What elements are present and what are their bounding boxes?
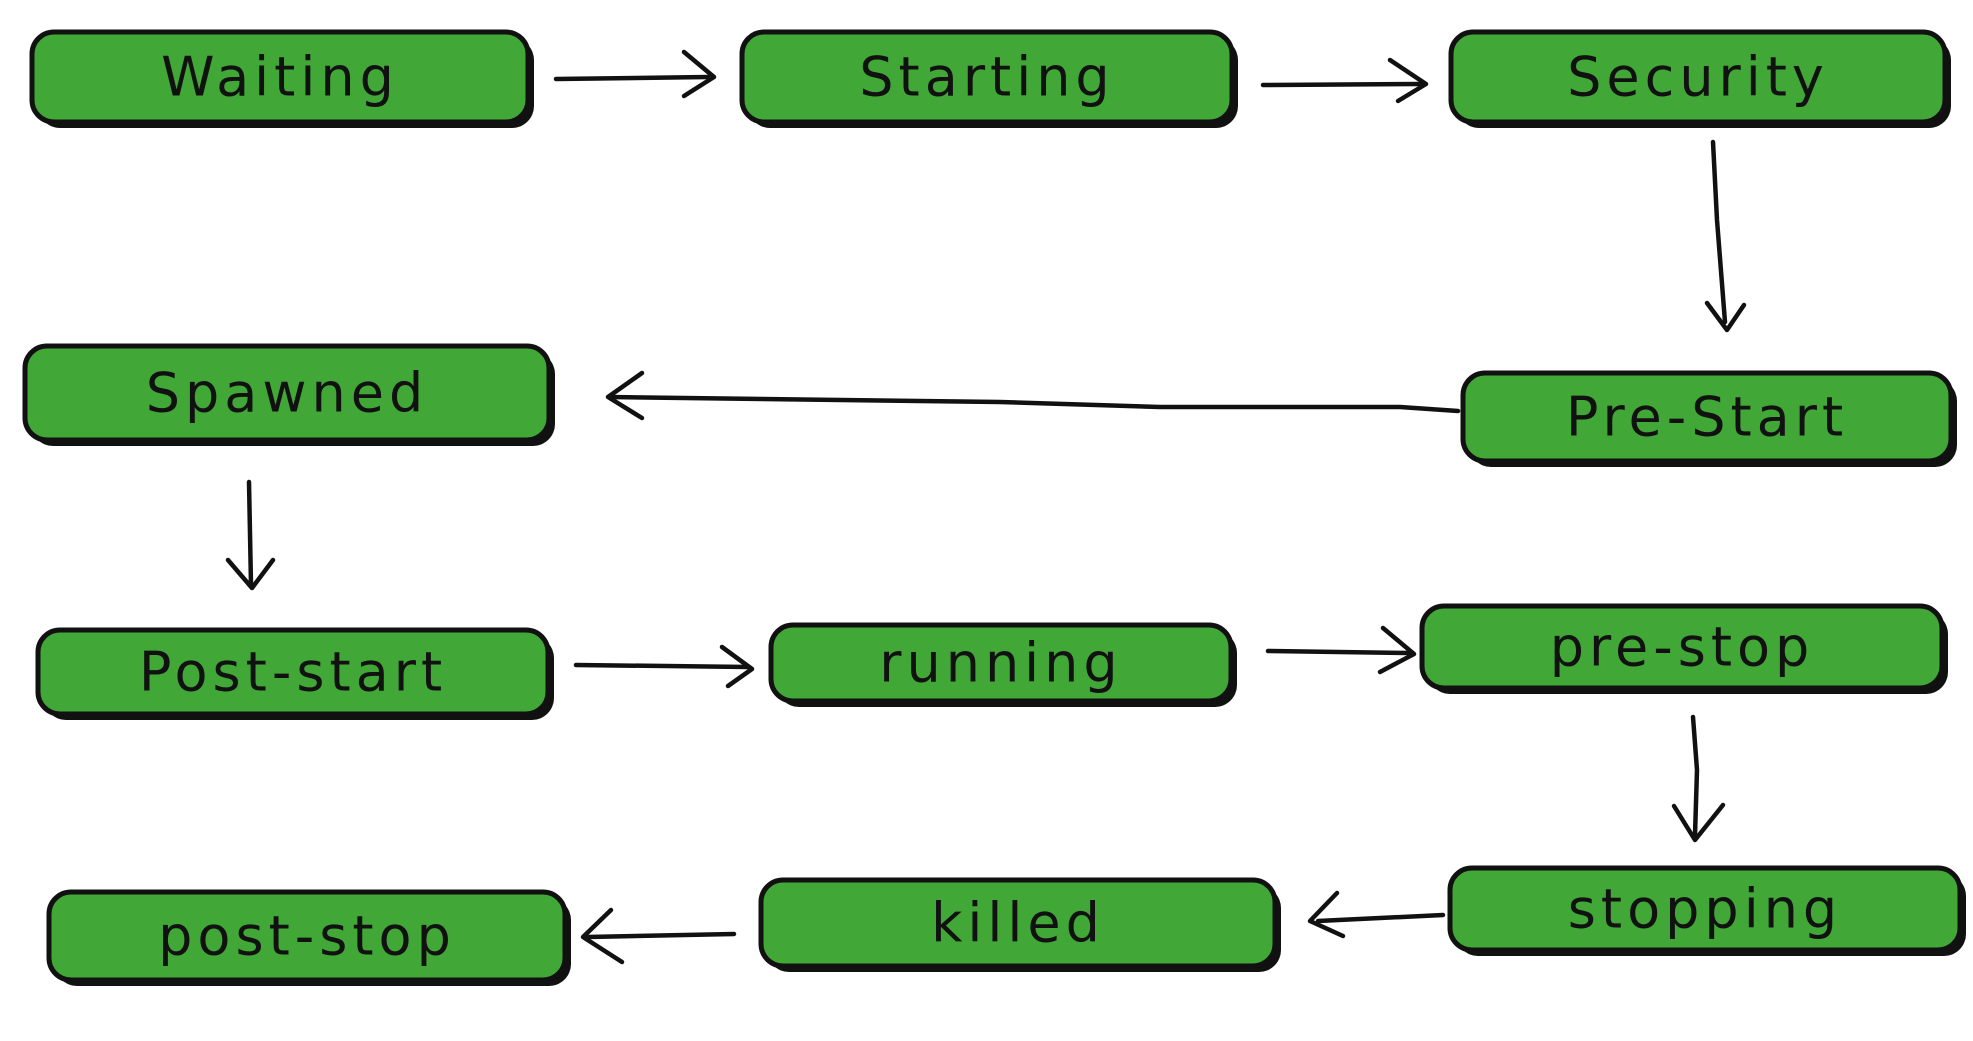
node-label: killed (931, 892, 1105, 955)
node-waiting: Waiting (29, 29, 534, 128)
node-stopping: stopping (1447, 865, 1966, 956)
edge-spawned-to-post-start (225, 479, 276, 591)
node-label: Security (1567, 46, 1829, 109)
node-label: running (879, 632, 1122, 695)
node-label: post-stop (158, 905, 456, 968)
edge-running-to-pre-stop (1265, 625, 1417, 675)
node-running: running (768, 622, 1237, 707)
node-spawned: Spawned (22, 343, 555, 446)
node-label: Pre-Start (1566, 386, 1848, 449)
node-post-start: Post-start (35, 627, 554, 720)
node-label: Spawned (146, 362, 429, 425)
node-label: Post-start (139, 641, 447, 704)
node-label: pre-stop (1550, 616, 1815, 679)
edge-killed-to-post-stop (580, 907, 737, 965)
node-starting: Starting (739, 29, 1238, 128)
node-label: Waiting (161, 46, 399, 109)
edge-starting-to-security (1260, 57, 1429, 104)
node-label: Starting (859, 46, 1114, 109)
edge-waiting-to-starting (553, 49, 717, 99)
node-pre-stop: pre-stop (1419, 603, 1948, 694)
edge-pre-start-to-spawned (605, 370, 1461, 421)
node-killed: killed (758, 877, 1281, 972)
node-post-stop: post-stop (46, 889, 571, 986)
edge-stopping-to-killed (1307, 890, 1446, 939)
node-pre-start: Pre-Start (1460, 370, 1957, 467)
node-security: Security (1448, 29, 1951, 128)
edge-pre-stop-to-stopping (1671, 714, 1726, 843)
node-label: stopping (1568, 878, 1842, 941)
edge-security-to-pre-start (1704, 139, 1747, 333)
edge-post-start-to-running (573, 644, 755, 689)
